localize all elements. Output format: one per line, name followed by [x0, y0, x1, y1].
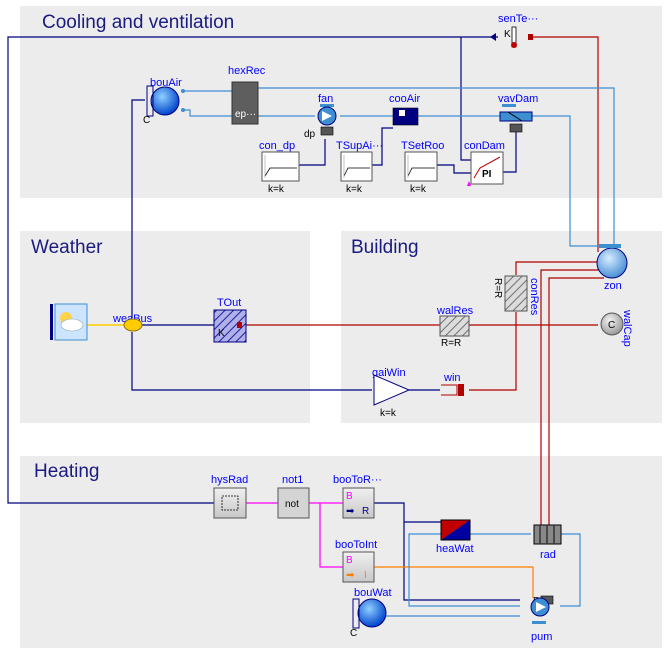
conRes-label: conRes	[528, 278, 540, 316]
walRes-block[interactable]: walRes R=R	[436, 305, 474, 349]
TSupAi-param: k=k	[346, 184, 363, 195]
walCap-label: walCap	[621, 309, 633, 347]
bouWat-label: bouWat	[354, 587, 392, 599]
not1-label: not1	[282, 474, 303, 486]
walCap-block[interactable]: C walCap	[600, 309, 633, 347]
bouAir-block[interactable]: bouAir C	[143, 77, 185, 126]
pum-block[interactable]: P pum	[530, 595, 554, 643]
win-label: win	[443, 372, 461, 384]
con_dp-param: k=k	[268, 184, 285, 195]
booToR-arrow-icon: ➡	[346, 506, 355, 517]
zon-label: zon	[604, 280, 622, 292]
vavDam-block[interactable]: vavDam	[498, 93, 538, 133]
hexRec-inner-label: ep···	[235, 109, 256, 120]
fan-label: fan	[318, 93, 333, 105]
TOut-block[interactable]: TOut K	[213, 297, 247, 343]
boolean-lines	[246, 502, 343, 568]
integer-lines	[374, 566, 534, 598]
booToInt-i-label: I	[364, 570, 367, 581]
walCap-c-label: C	[608, 320, 615, 331]
TOut-unit: K	[218, 328, 225, 339]
not1-block[interactable]: not1 not	[277, 474, 310, 519]
rad-block[interactable]: rad	[533, 524, 562, 561]
hexRec-label: hexRec	[228, 65, 266, 77]
hysRad-label: hysRad	[211, 474, 248, 486]
hexRec-block[interactable]: hexRec ep···	[228, 65, 266, 125]
heating-region	[20, 456, 662, 648]
cooAir-label: cooAir	[389, 93, 421, 105]
gaiWin-label: gaiWin	[372, 367, 406, 379]
zon-block[interactable]: zon	[596, 244, 628, 292]
conDam-label: conDam	[464, 140, 505, 152]
senTe-label: senTe···	[498, 13, 538, 25]
rad-label: rad	[540, 549, 556, 561]
con_dp-block[interactable]: con_dp k=k	[259, 140, 300, 195]
bouWat-c-label: C	[350, 628, 357, 639]
TSupAi-block[interactable]: TSupAi··· k=k	[336, 140, 383, 195]
con_dp-label: con_dp	[259, 140, 295, 152]
weather-region-title: Weather	[31, 237, 103, 258]
signal-lines	[7, 36, 520, 601]
booToInt-arrow-icon: ➡	[346, 570, 355, 581]
booToR-r-label: R	[362, 506, 369, 517]
walRes-label: walRes	[436, 305, 474, 317]
bouAir-label: bouAir	[150, 77, 182, 89]
weaBus-connector[interactable]: weaBus	[112, 313, 153, 332]
senTe-unit: K	[504, 29, 511, 40]
booToR-b-label: B	[346, 491, 353, 502]
gaiWin-param: k=k	[380, 408, 397, 419]
hysRad-block[interactable]: hysRad	[211, 474, 248, 519]
bouAir-c-label: C	[143, 115, 150, 126]
TSetRoo-label: TSetRoo	[401, 140, 444, 152]
conDam-block[interactable]: conDam PI	[464, 140, 505, 186]
not1-inner-label: not	[285, 499, 299, 510]
heating-region-title: Heating	[34, 461, 100, 482]
conDam-pi-label: PI	[482, 169, 492, 180]
cooling-region-title: Cooling and ventilation	[42, 12, 234, 33]
bouWat-block[interactable]: bouWat C	[350, 587, 392, 639]
TSupAi-label: TSupAi···	[336, 140, 383, 152]
cooAir-block[interactable]: cooAir	[389, 93, 421, 126]
heaWat-label: heaWat	[436, 543, 474, 555]
win-block[interactable]: win	[441, 372, 464, 396]
heaWat-block[interactable]: heaWat	[436, 519, 474, 555]
TSetRoo-block[interactable]: TSetRoo k=k	[401, 140, 444, 195]
conRes-param: R=R	[492, 278, 503, 298]
booToR-block[interactable]: booToR··· B R ➡	[333, 474, 382, 519]
fluid-lines	[183, 87, 615, 617]
building-region-title: Building	[351, 237, 419, 258]
vavDam-label: vavDam	[498, 93, 538, 105]
walRes-param: R=R	[441, 338, 461, 349]
TSetRoo-param: k=k	[410, 184, 427, 195]
booToInt-block[interactable]: booToInt B I ➡	[335, 539, 377, 583]
booToR-label: booToR···	[333, 474, 382, 486]
booToInt-label: booToInt	[335, 539, 377, 551]
pum-label: pum	[531, 631, 552, 643]
gaiWin-block[interactable]: gaiWin k=k	[372, 367, 411, 419]
conRes-block[interactable]: conRes R=R	[492, 275, 540, 316]
booToInt-b-label: B	[346, 555, 353, 566]
TOut-label: TOut	[217, 297, 241, 309]
fan-dp-label: dp	[304, 129, 316, 140]
fan-block[interactable]: fan dp	[304, 93, 337, 140]
senTe-block[interactable]: senTe··· K	[490, 13, 538, 48]
weaDat-block[interactable]: w···	[50, 301, 88, 341]
